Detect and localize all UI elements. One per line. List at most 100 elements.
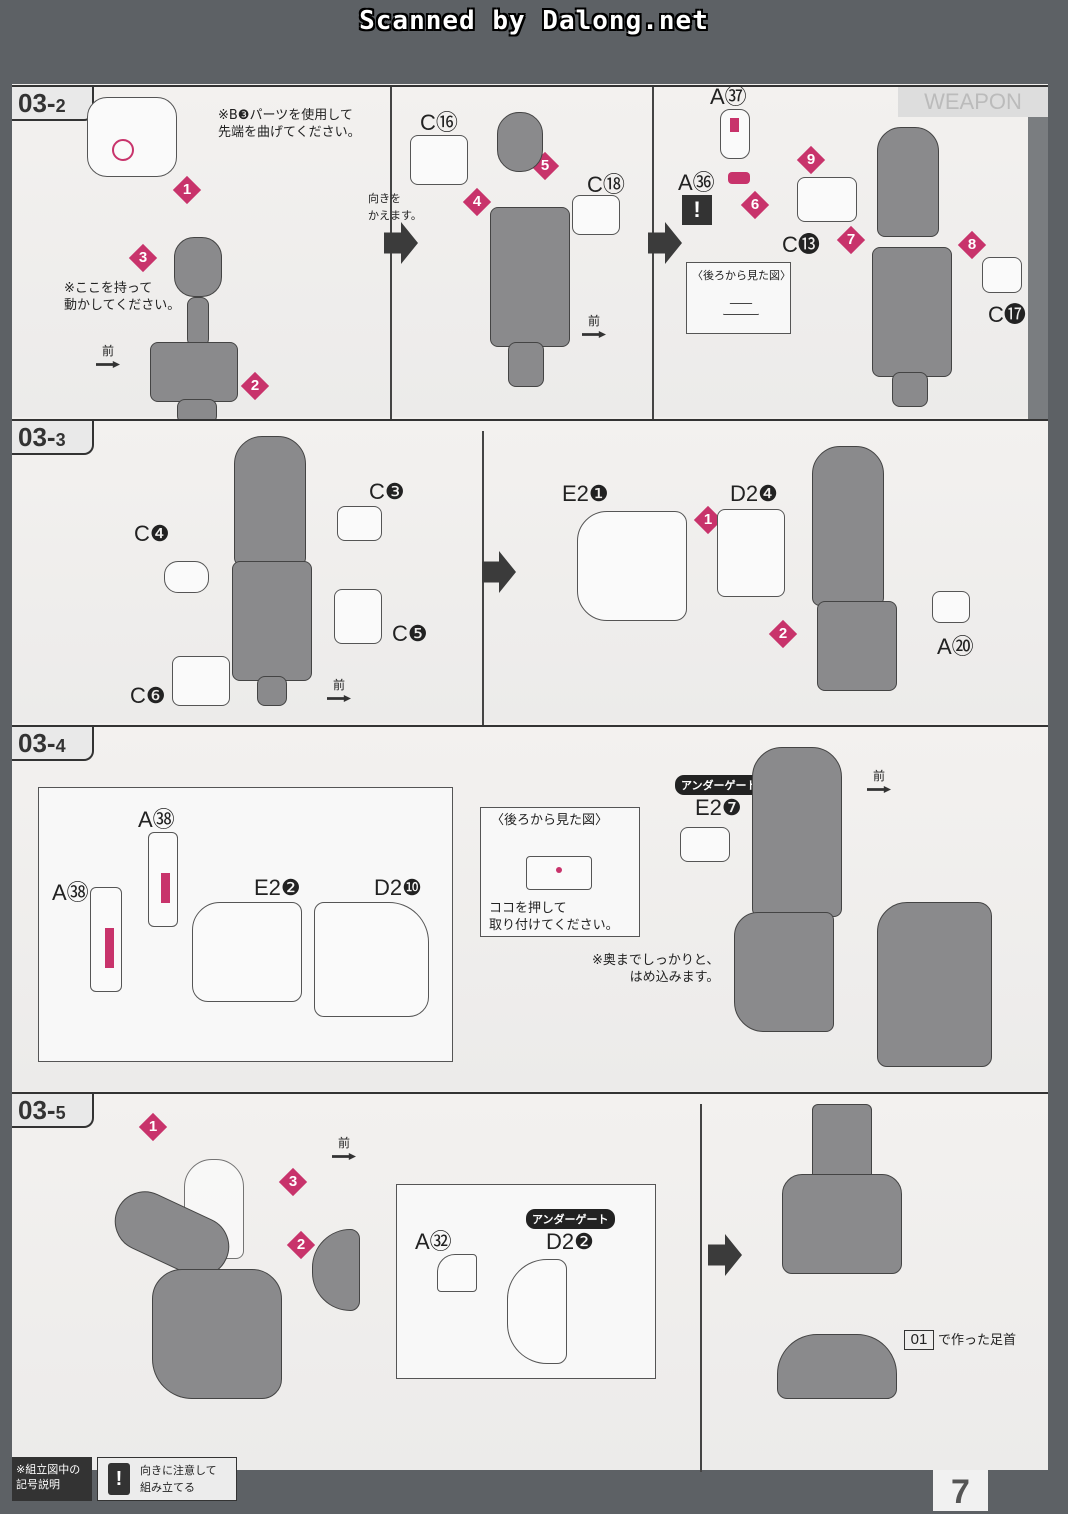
reference-text: で作った足首 [938,1333,1017,1348]
part-label-d24: D2❹ [730,481,778,506]
upper-leg-part [812,446,884,606]
part-label-e27: E2❼ [695,795,742,820]
part-label-e21: E2❶ [562,481,609,506]
pin [105,928,114,968]
front-label: 前 [332,678,345,692]
ankle-part [892,372,928,407]
part-label-a37: A㊲ [710,84,747,109]
back-view-inset: 〈後ろから見た図〉 ココを押して 取り付けてください。 [480,807,640,937]
part-label-c16: C⑯ [420,110,458,135]
runner-part-b3 [87,97,177,177]
part-label-a32: A㉜ [415,1229,452,1254]
part-a20 [932,591,970,623]
front-label: 前 [872,769,885,783]
part-label-a36: A㊱ [678,170,715,195]
step-8: 8 [957,230,987,260]
shaft-part [187,297,209,347]
push-note: ココを押して 取り付けてください。 [489,901,619,933]
step-3: 3 [278,1167,308,1197]
next-arrow [708,1234,742,1276]
part-c4 [164,561,209,593]
step-3: 3 [128,243,158,273]
step-2: 2 [286,1230,316,1260]
front-label: 前 [101,344,114,358]
ankle-part [508,342,544,387]
part-c6 [172,656,230,706]
page-number: 7 [933,1470,988,1511]
part-e27-back [526,856,592,890]
part-d22 [507,1259,567,1364]
step-1: 1 [693,505,723,535]
turn-note: 向きを かえます。 [368,192,422,222]
part-c16 [410,135,468,185]
step-4: 4 [462,187,492,217]
section-03-5: 03-5 1 3 前 2 A㉜ アンダーゲート D2❷ 01 で作った足首 [12,1092,1048,1472]
under-gate-badge: アンダーゲート [526,1209,615,1229]
knee-armor-part [152,1269,282,1399]
upper-leg-part [234,436,306,566]
part-label-e22: E2❷ [254,875,301,900]
upper-leg-part [877,127,939,237]
knee-cap-part [312,1229,360,1311]
leg-frame [490,207,570,347]
scan-credit: Scanned by Dalong.net [359,6,709,36]
note-b3-part: ※B❸パーツを使用して 先端を曲げてください。 [218,108,361,140]
pin [161,873,170,903]
part-label-a38: A㊳ [52,880,89,905]
front-indicator: 前 [582,312,606,338]
front-indicator: 前 [327,676,351,702]
back-view-label: 〈後ろから見た図〉 [491,813,609,828]
part-a32 [437,1254,477,1292]
step-9: 9 [796,145,826,175]
divider [700,1104,702,1472]
step-2: 2 [240,371,270,401]
part-d210 [314,902,429,1017]
part-label-c17: C⓱ [988,302,1026,327]
section-tag: 03-3 [12,421,94,455]
leg-frame [232,561,312,681]
part-label-c3: C❸ [369,479,405,504]
step-1: 1 [172,175,202,205]
part-label-c13: C⓭ [782,232,820,257]
part-a36-back [723,303,759,315]
front-label: 前 [587,314,600,328]
part-e21 [577,511,687,621]
part-d24 [717,509,785,597]
section-tag: 03-2 [12,87,94,121]
legend-text: 向きに注意して 組み立てる [140,1464,217,1494]
step-7: 7 [836,225,866,255]
upper-leg-part [752,747,842,917]
part-label-c18: C⑱ [587,172,625,197]
part-a38 [148,832,178,927]
section-03-3: 03-3 C❸ C❹ C❺ C❻ 前 E2❶ 1 D2❹ 2 A⑳ [12,419,1048,725]
edge-strip [1028,117,1048,419]
step-2: 2 [768,619,798,649]
front-label: 前 [337,1136,350,1150]
part-c18 [572,195,620,235]
part-label-c4: C❹ [134,521,170,546]
reference-step-number: 01 [904,1330,934,1350]
caution-icon: ! [682,195,712,225]
back-view-label: 〈後ろから見た図〉 [692,269,791,282]
section-label-weapon: WEAPON [898,87,1048,117]
section-03-4: 03-4 A㊳ A㊳ E2❷ D2❿ 〈後ろから見た図〉 ココを押して 取り付け… [12,725,1048,1091]
part-label-d22: D2❷ [546,1229,594,1254]
pin [730,118,739,132]
step-6: 6 [740,190,770,220]
step-5: 5 [530,151,560,181]
next-arrow [482,551,516,593]
front-indicator: 前 [332,1134,356,1160]
joint-part [497,112,543,172]
part-e22 [192,902,302,1002]
legend-item: ! 向きに注意して 組み立てる [97,1457,237,1501]
knee-armor-part [877,902,992,1067]
leg-frame [872,247,952,377]
section-03-2: 03-2 WEAPON ※B❸パーツを使用して 先端を曲げてください。 1 3 … [12,84,1048,424]
ankle-part [257,676,287,706]
part-c17 [982,257,1022,293]
leg-frame [734,912,834,1032]
legend-title: ※組立図中の 記号説明 [12,1457,92,1501]
step-1: 1 [138,1112,168,1142]
part-e27 [680,827,730,862]
press-point [556,867,562,873]
